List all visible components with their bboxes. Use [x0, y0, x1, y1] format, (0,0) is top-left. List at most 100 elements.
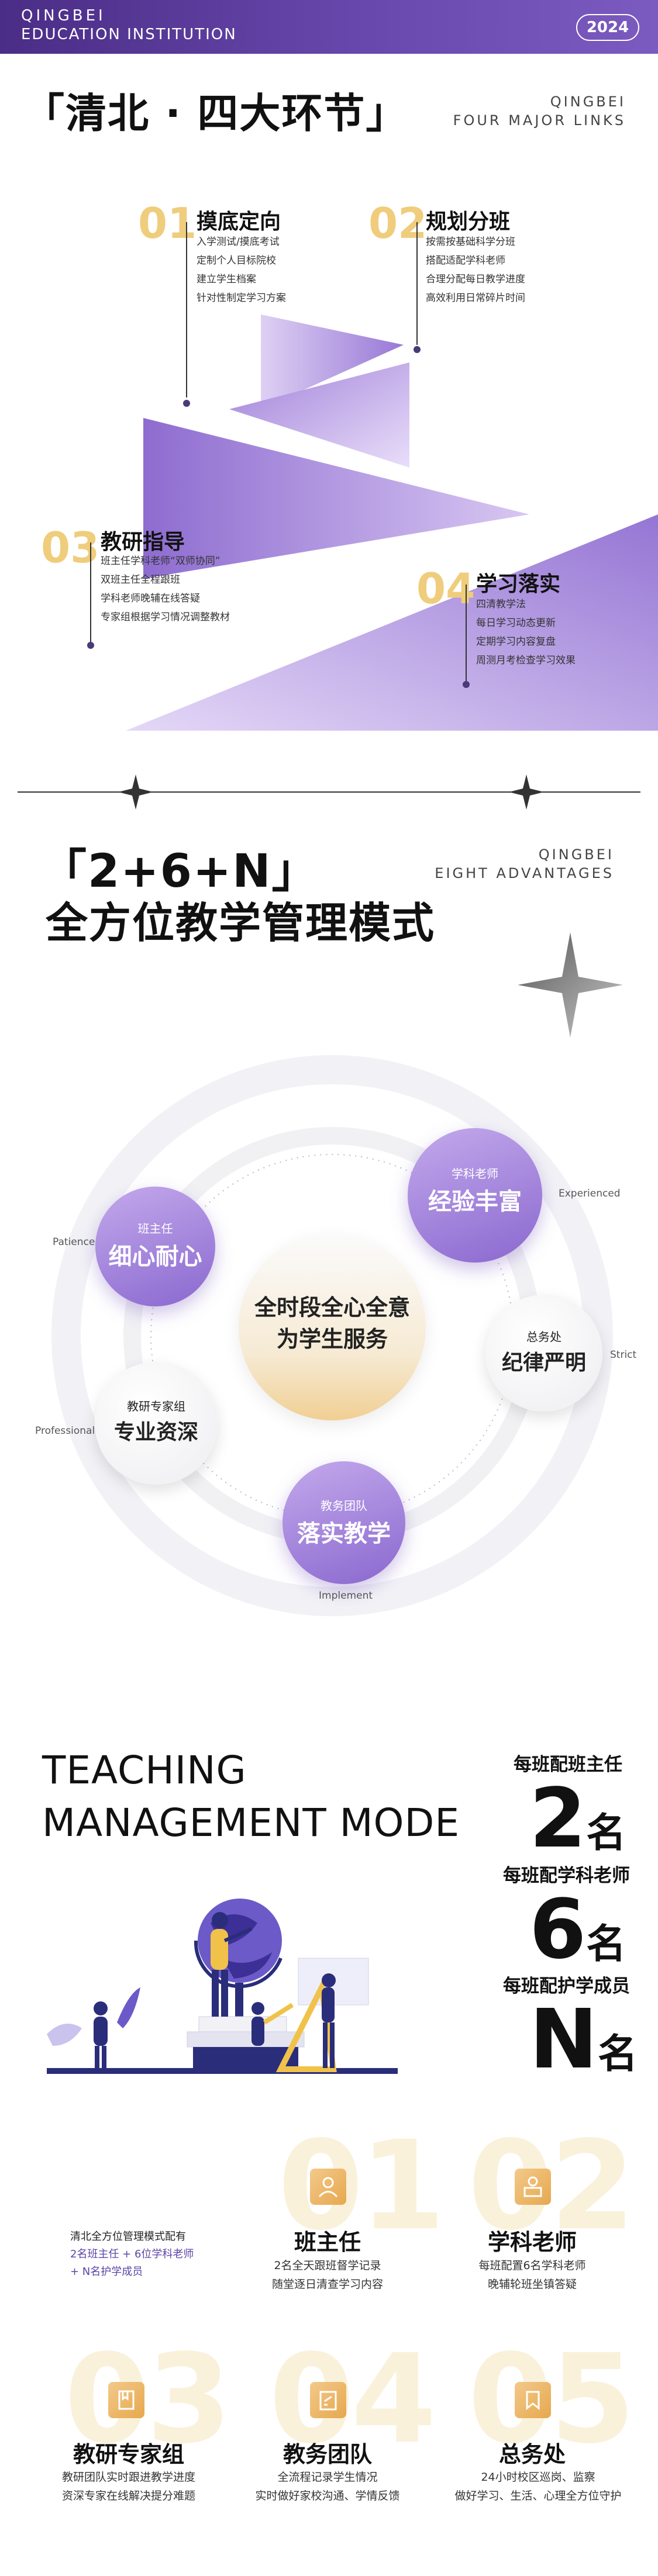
bubble-small-label: 教研专家组: [127, 1399, 185, 1413]
step-desc-line: 高效利用日常碎片时间: [426, 292, 525, 304]
teacher-icon: [515, 2169, 551, 2205]
card-ghost-number-04: 04: [269, 2328, 436, 2471]
count-number: 2: [529, 1771, 587, 1866]
brand-name: QINGBEI: [21, 7, 106, 25]
count-unit: 名: [586, 1810, 626, 1856]
step-desc-02: 按需按基础科学分班 搭配适配学科老师 合理分配每日教学进度 高效利用日常碎片时间: [426, 233, 525, 307]
bubble-patience: 班主任 细心耐心: [95, 1187, 215, 1306]
bubble-professional: 教研专家组 专业资深: [95, 1362, 218, 1485]
section1-title: 「清北 · 四大环节」: [23, 89, 408, 137]
step-desc-line: 针对性制定学习方案: [197, 292, 286, 304]
count-number: N: [529, 1992, 598, 2087]
bubble-en-strict: Strict: [610, 1349, 637, 1361]
bubble-small-label: 学科老师: [452, 1167, 498, 1181]
step-line-02: [416, 222, 418, 345]
count-label-subject-teacher: 每班配学科老师: [503, 1865, 630, 1886]
sparkle-star-icon: [518, 932, 623, 1038]
bubble-small-label: 教务团队: [321, 1499, 367, 1513]
count-label-guardian: 每班配护学成员: [503, 1976, 630, 1997]
top-header-bar: [0, 0, 658, 54]
step-title-04: 学习落实: [476, 572, 561, 596]
education-illustration: [47, 1899, 398, 2074]
card-desc-academic-affairs: 全流程记录学生情况 实时做好家校沟通、学情反馈: [240, 2468, 415, 2505]
card-desc-line: 每班配置6名学科老师: [478, 2259, 586, 2272]
step-dot-01: [183, 400, 190, 407]
step-desc-03: 班主任学科老师“双师协同” 双班主任全程跟班 学科老师晚辅在线答疑 专家组根据学…: [101, 552, 230, 627]
bubble-en-professional: Professional: [35, 1425, 95, 1437]
card-desc-head-teacher: 2名全天跟班督学记录 随堂逐日清查学习内容: [246, 2256, 409, 2294]
intro-line2: 2名班主任 + 6位学科老师: [70, 2248, 194, 2260]
step-number-02: 02: [368, 199, 428, 248]
card-ghost-number-03: 03: [64, 2328, 232, 2471]
section2-en-line2: EIGHT ADVANTAGES: [435, 865, 614, 881]
count-number: 6: [529, 1882, 587, 1977]
center-line1: 全时段全心全意: [254, 1295, 410, 1320]
count-head-teacher: 2名: [529, 1778, 626, 1860]
card-desc-line: 全流程记录学生情况: [277, 2471, 378, 2484]
step-desc-line: 周测月考检查学习效果: [476, 655, 576, 666]
step-title-01: 摸底定向: [197, 210, 281, 234]
intro-line3: + N名护学成员: [70, 2266, 143, 2278]
bubble-main-label: 落实教学: [297, 1520, 391, 1547]
book-icon: [108, 2382, 144, 2418]
card-title-general-affairs: 总务处: [498, 2442, 566, 2467]
step-desc-line: 专家组根据学习情况调整教材: [101, 611, 230, 623]
intro-text: 清北全方位管理模式配有 2名班主任 + 6位学科老师 + N名护学成员: [70, 2228, 194, 2281]
step-desc-line: 建立学生档案: [197, 274, 256, 285]
step-desc-line: 定制个人目标院校: [197, 255, 276, 267]
bubble-en-experienced: Experienced: [559, 1188, 621, 1199]
step-desc-line: 学科老师晚辅在线答疑: [101, 593, 200, 604]
step-title-02: 规划分班: [426, 210, 511, 234]
section1-en-line1: QINGBEI: [550, 94, 626, 110]
purple-triangles-graphic: [126, 314, 658, 731]
bubble-small-label: 总务处: [526, 1330, 561, 1344]
user-icon: [310, 2169, 346, 2205]
bubble-implement: 教务团队 落实教学: [283, 1461, 405, 1584]
step-desc-line: 定期学习内容复盘: [476, 636, 556, 648]
step-line-01: [186, 222, 187, 397]
brand-subtitle: EDUCATION INSTITUTION: [21, 26, 237, 43]
step-number-01: 01: [138, 199, 197, 248]
section3-en-line1: TEACHING: [42, 1748, 247, 1793]
section3-en-line2: MANAGEMENT MODE: [42, 1800, 460, 1845]
section2-title-line2: 全方位教学管理模式: [46, 898, 436, 948]
bubble-experienced: 学科老师 经验丰富: [408, 1128, 542, 1263]
step-desc-line: 按需按基础科学分班: [426, 236, 515, 248]
section2-title-line1: 「2+6+N」: [41, 845, 319, 898]
bubble-en-implement: Implement: [319, 1590, 373, 1602]
step-title-03: 教研指导: [101, 530, 185, 554]
step-desc-04: 四清教学法 每日学习动态更新 定期学习内容复盘 周测月考检查学习效果: [476, 595, 576, 670]
card-ghost-number-01: 01: [278, 2114, 445, 2257]
step-desc-line: 班主任学科老师“双师协同”: [101, 555, 221, 567]
step-desc-line: 入学测试/摸底考试: [197, 236, 280, 248]
step-number-04: 04: [416, 564, 476, 613]
section1-en-line2: FOUR MAJOR LINKS: [453, 112, 626, 129]
card-desc-research-group: 教研团队实时跟进教学进度 资深专家在线解决提分难题: [41, 2468, 216, 2505]
bubble-main-label: 细心耐心: [108, 1243, 202, 1270]
step-dot-02: [414, 346, 421, 353]
card-desc-line: 随堂逐日清查学习内容: [271, 2278, 383, 2291]
count-guardian: N名: [529, 1999, 638, 2081]
card-desc-general-affairs: 24小时校区巡岗、监察 做好学习、生活、心理全方位守护: [442, 2468, 635, 2505]
section2-en-line1: QINGBEI: [538, 846, 614, 863]
card-title-research-group: 教研专家组: [73, 2442, 184, 2467]
bubble-main-label: 专业资深: [113, 1420, 198, 1444]
center-line2: 为学生服务: [276, 1326, 388, 1352]
bubble-small-label: 班主任: [137, 1222, 173, 1236]
card-desc-line: 24小时校区巡岗、监察: [481, 2471, 595, 2484]
card-title-head-teacher: 班主任: [294, 2229, 361, 2255]
card-desc-subject-teacher: 每班配置6名学科老师 晚辅轮班坐镇答疑: [450, 2256, 614, 2294]
step-dot-03: [87, 642, 94, 649]
step-line-03: [90, 542, 91, 642]
card-desc-line: 资深专家在线解决提分难题: [61, 2489, 195, 2502]
count-unit: 名: [586, 1921, 626, 1968]
bubble-en-patience: Patience: [53, 1236, 95, 1248]
bubble-main-label: 经验丰富: [428, 1188, 522, 1215]
intro-line1: 清北全方位管理模式配有: [70, 2231, 186, 2243]
center-circle: 全时段全心全意 为学生服务: [239, 1233, 426, 1420]
step-desc-line: 每日学习动态更新: [476, 617, 556, 629]
bubble-strict: 总务处 纪律严明: [485, 1295, 602, 1412]
year-badge: 2024: [576, 14, 639, 41]
step-dot-04: [463, 681, 470, 688]
count-subject-teacher: 6名: [529, 1889, 626, 1971]
